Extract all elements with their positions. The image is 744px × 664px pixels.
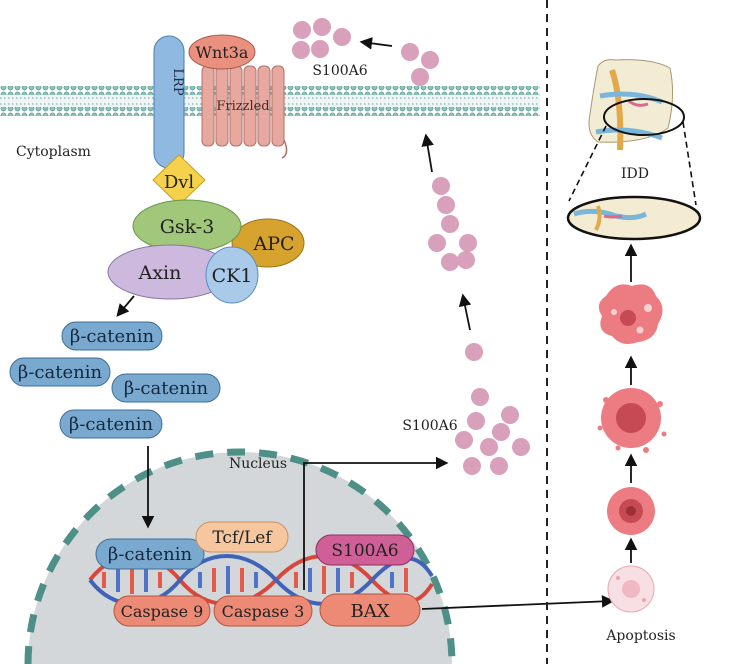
beta-catenin-3-label: β-catenin (124, 378, 209, 399)
ck1-protein (205, 246, 259, 304)
gsk3-label: Gsk-3 (160, 216, 215, 238)
beta-catenin-1 (61, 321, 163, 351)
s100a6-protein-cluster-extracellular (292, 18, 351, 59)
lrp-label: LRP (170, 68, 185, 95)
caspase9-label: Caspase 9 (121, 602, 204, 621)
nucleus-label: Nucleus (229, 456, 287, 472)
caspase3-gene (213, 595, 313, 627)
ck1-label: CK1 (212, 265, 253, 287)
s100a6-nuclear-label: S100A6 (331, 541, 398, 561)
beta-catenin-2-label: β-catenin (18, 362, 103, 383)
beta-catenin-1-label: β-catenin (70, 326, 155, 347)
beta-catenin-4 (59, 409, 163, 439)
s100a6-top-label: S100A6 (312, 63, 367, 79)
wnt3a-label: Wnt3a (196, 43, 249, 62)
apoptotic-cell (607, 565, 655, 613)
axin-label: Axin (138, 262, 182, 284)
tcf-lef-factor (195, 521, 289, 553)
arrow-upward-2 (458, 293, 472, 331)
destruction-complex: APC Gsk-3 Axin CK1 (107, 199, 305, 304)
degenerated-cell-stage-3 (597, 388, 667, 453)
s100a6-nuclear-gene (315, 534, 415, 566)
arrow-bax-to-apoptosis (421, 595, 615, 610)
degenerated-cell-stage-2 (607, 487, 655, 535)
s100a6-protein-cluster-lower (455, 388, 530, 475)
arrow-nucleus-to-s100a6 (303, 456, 449, 590)
s100a6-protein-column (428, 177, 483, 361)
beta-catenin-2 (9, 357, 111, 387)
beta-catenin-nuclear-label: β-catenin (108, 544, 193, 565)
beta-catenin-pool: β-catenin β-catenin β-catenin β-catenin (9, 321, 221, 439)
frizzled-label: Frizzled (216, 99, 269, 114)
arrow-complex-to-catenin (116, 295, 135, 317)
apoptosis-label: Apoptosis (605, 628, 675, 644)
beta-catenin-nuclear (95, 538, 205, 570)
caspase3-label: Caspase 3 (222, 602, 305, 621)
idd-label: IDD (621, 166, 649, 182)
zoom-line-right (682, 121, 697, 206)
idd-focus-ring (603, 98, 685, 136)
caspase9-gene (113, 595, 211, 627)
s100a6-protein-cluster-membrane (401, 43, 439, 86)
arrow-secretion (359, 37, 393, 50)
disc-zoom-view (566, 195, 702, 241)
frizzled-receptor: Frizzled (201, 65, 288, 159)
beta-catenin-4-label: β-catenin (69, 414, 154, 435)
wnt3a-ligand (188, 34, 256, 70)
dvl-label: Dvl (164, 172, 195, 193)
beta-catenin-3 (111, 373, 221, 403)
lrp-receptor (153, 35, 185, 169)
s100a6-mid-label: S100A6 (402, 418, 457, 434)
degenerated-cell-stage-4 (598, 284, 663, 344)
cytoplasm-label: Cytoplasm (16, 144, 91, 160)
bax-gene (319, 593, 421, 627)
zoom-line-left (568, 125, 607, 202)
tcf-lef-label: Tcf/Lef (212, 528, 273, 548)
arrow-upward-1 (421, 133, 434, 173)
bax-label: BAX (350, 601, 389, 622)
apc-label: APC (252, 233, 294, 255)
